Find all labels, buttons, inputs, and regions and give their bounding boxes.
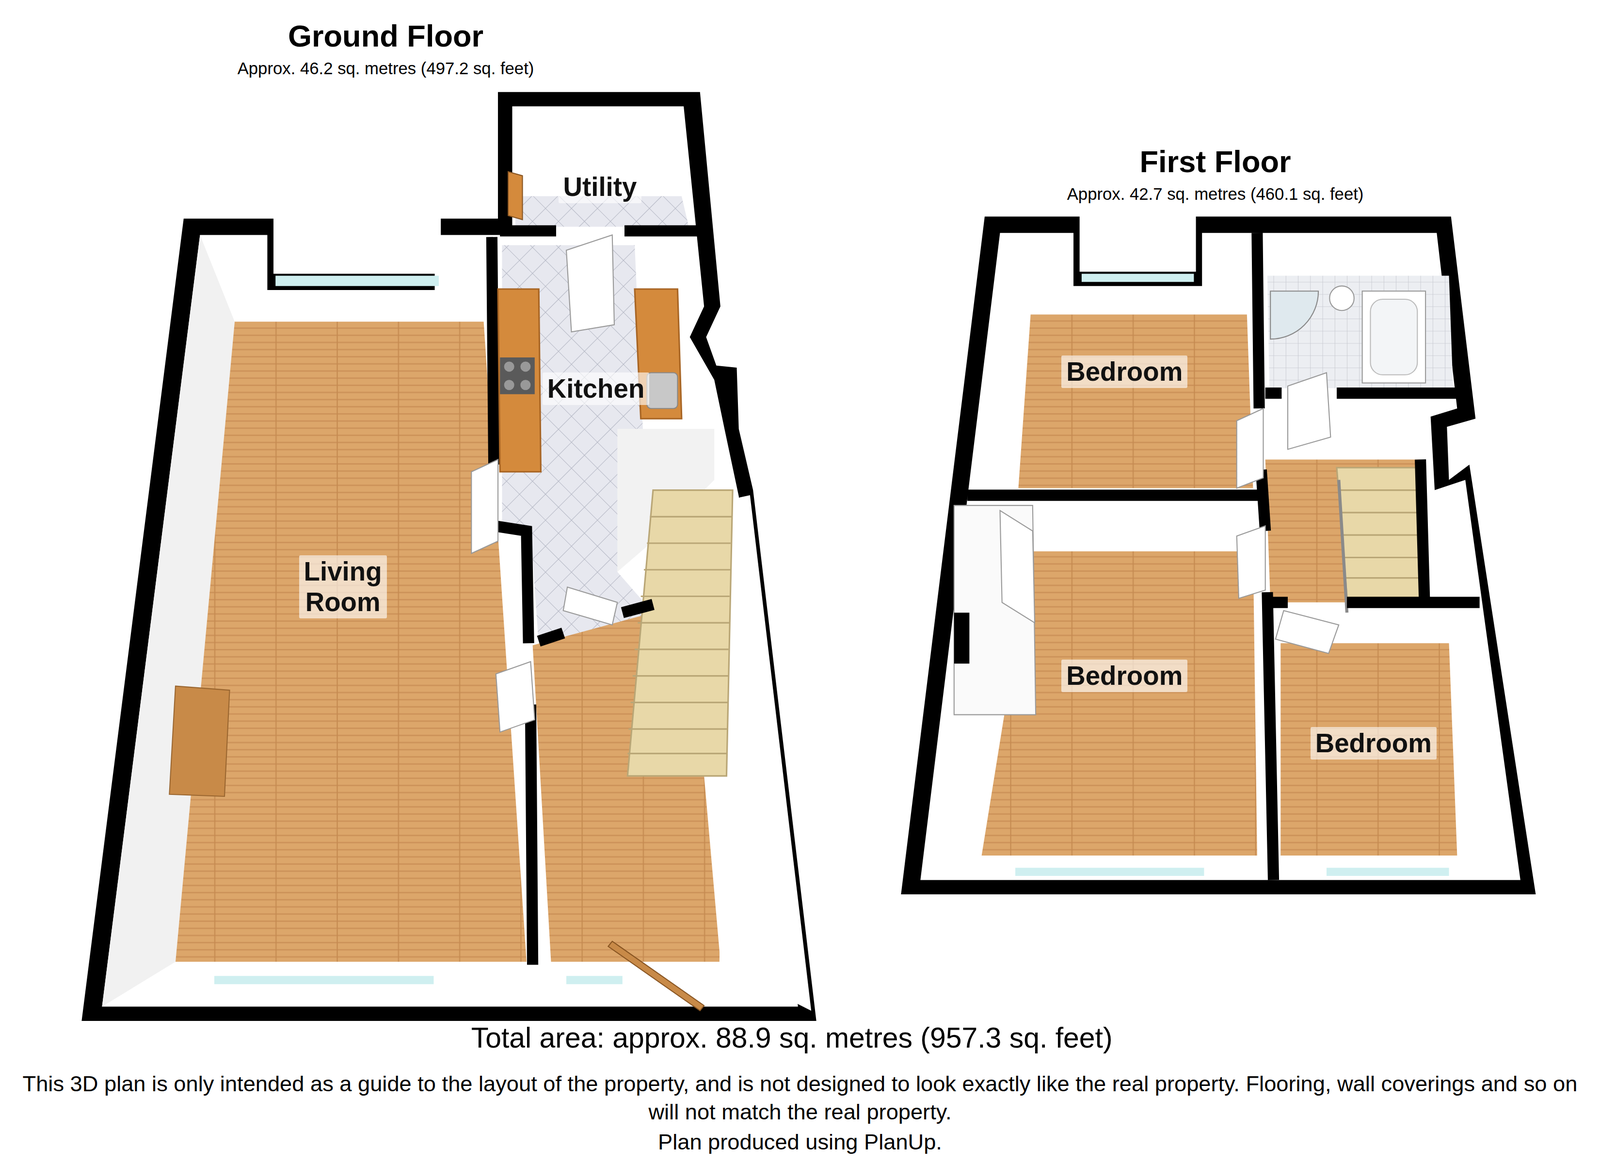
interior-wall	[491, 230, 704, 965]
outer-wall	[900, 216, 1536, 895]
room-name: Bedroom	[1061, 659, 1188, 692]
room-label-box: Kitchen	[504, 336, 688, 442]
hob-ring	[504, 361, 515, 372]
room-label-box: Living Room	[199, 479, 486, 694]
room-label-box: Bedroom	[1020, 320, 1229, 423]
shower	[1270, 290, 1319, 339]
hob-ring	[520, 379, 531, 390]
wood-floor	[1280, 642, 1457, 856]
floor-plan: UtilityKitchenLiving Room Ground FloorApp…	[71, 10, 827, 1031]
door	[1287, 372, 1331, 450]
first-floor-plan	[900, 216, 1536, 895]
hob	[499, 357, 535, 395]
room-name: Living Room	[299, 555, 387, 619]
floor-heading: First Floor	[1139, 144, 1291, 179]
stair-steps	[1337, 490, 1420, 578]
fireplace	[169, 686, 230, 797]
door	[566, 234, 615, 332]
stair-steps	[627, 516, 732, 753]
door	[508, 171, 523, 220]
wardrobe	[954, 505, 1036, 715]
wall-face	[920, 232, 1521, 880]
room-name: Kitchen	[542, 372, 650, 405]
wardrobe-door	[1000, 510, 1036, 624]
disclaimer: This 3D plan is only intended as a guide…	[14, 1069, 1586, 1127]
room-label-box: Utility	[520, 143, 680, 231]
floor-plan: BedroomBedroomBedroomFirst FloorApprox. …	[897, 143, 1541, 898]
bath	[1362, 290, 1426, 383]
window	[1081, 273, 1195, 282]
window	[275, 275, 439, 287]
wardrobe-shadow	[954, 612, 970, 664]
floor-area: Approx. 46.2 sq. metres (497.2 sq. feet)	[237, 59, 535, 79]
hob-ring	[520, 361, 531, 372]
stair-wall	[719, 495, 812, 1011]
room-label-box: Bedroom	[1281, 691, 1466, 794]
window	[1326, 867, 1450, 876]
outer-wall	[81, 92, 816, 1021]
hob-ring	[504, 379, 515, 390]
door	[1275, 610, 1339, 654]
floor-heading: Ground Floor	[288, 18, 484, 54]
credit: Plan produced using PlanUp.	[289, 1127, 1311, 1157]
door	[563, 587, 618, 625]
door	[496, 661, 535, 732]
wood-floor	[1018, 314, 1253, 489]
room-label-box: Bedroom	[1010, 624, 1239, 727]
wall-face	[101, 106, 798, 1007]
banister	[1338, 480, 1347, 613]
window	[1015, 867, 1204, 876]
tile-floor	[1267, 275, 1454, 389]
counter	[497, 288, 541, 472]
sink	[646, 372, 678, 409]
interior-wall	[967, 232, 1480, 880]
front-door	[608, 941, 704, 1011]
window	[566, 975, 623, 984]
room-name: Bedroom	[1061, 355, 1188, 388]
door	[1236, 408, 1264, 488]
door	[471, 459, 498, 554]
window	[214, 975, 434, 984]
total-area: Total area: approx. 88.9 sq. metres (957…	[281, 1019, 1303, 1057]
basin	[1329, 286, 1355, 311]
bath-inner	[1370, 299, 1418, 375]
wood-floor	[175, 321, 527, 962]
stairs	[627, 490, 733, 776]
room-name: Bedroom	[1310, 726, 1437, 760]
stairs	[1336, 467, 1421, 597]
ground-floor-plan	[81, 92, 816, 1021]
floor-area: Approx. 42.7 sq. metres (460.1 sq. feet)	[1067, 184, 1364, 204]
room-name: Utility	[558, 170, 642, 204]
door	[1236, 525, 1266, 598]
